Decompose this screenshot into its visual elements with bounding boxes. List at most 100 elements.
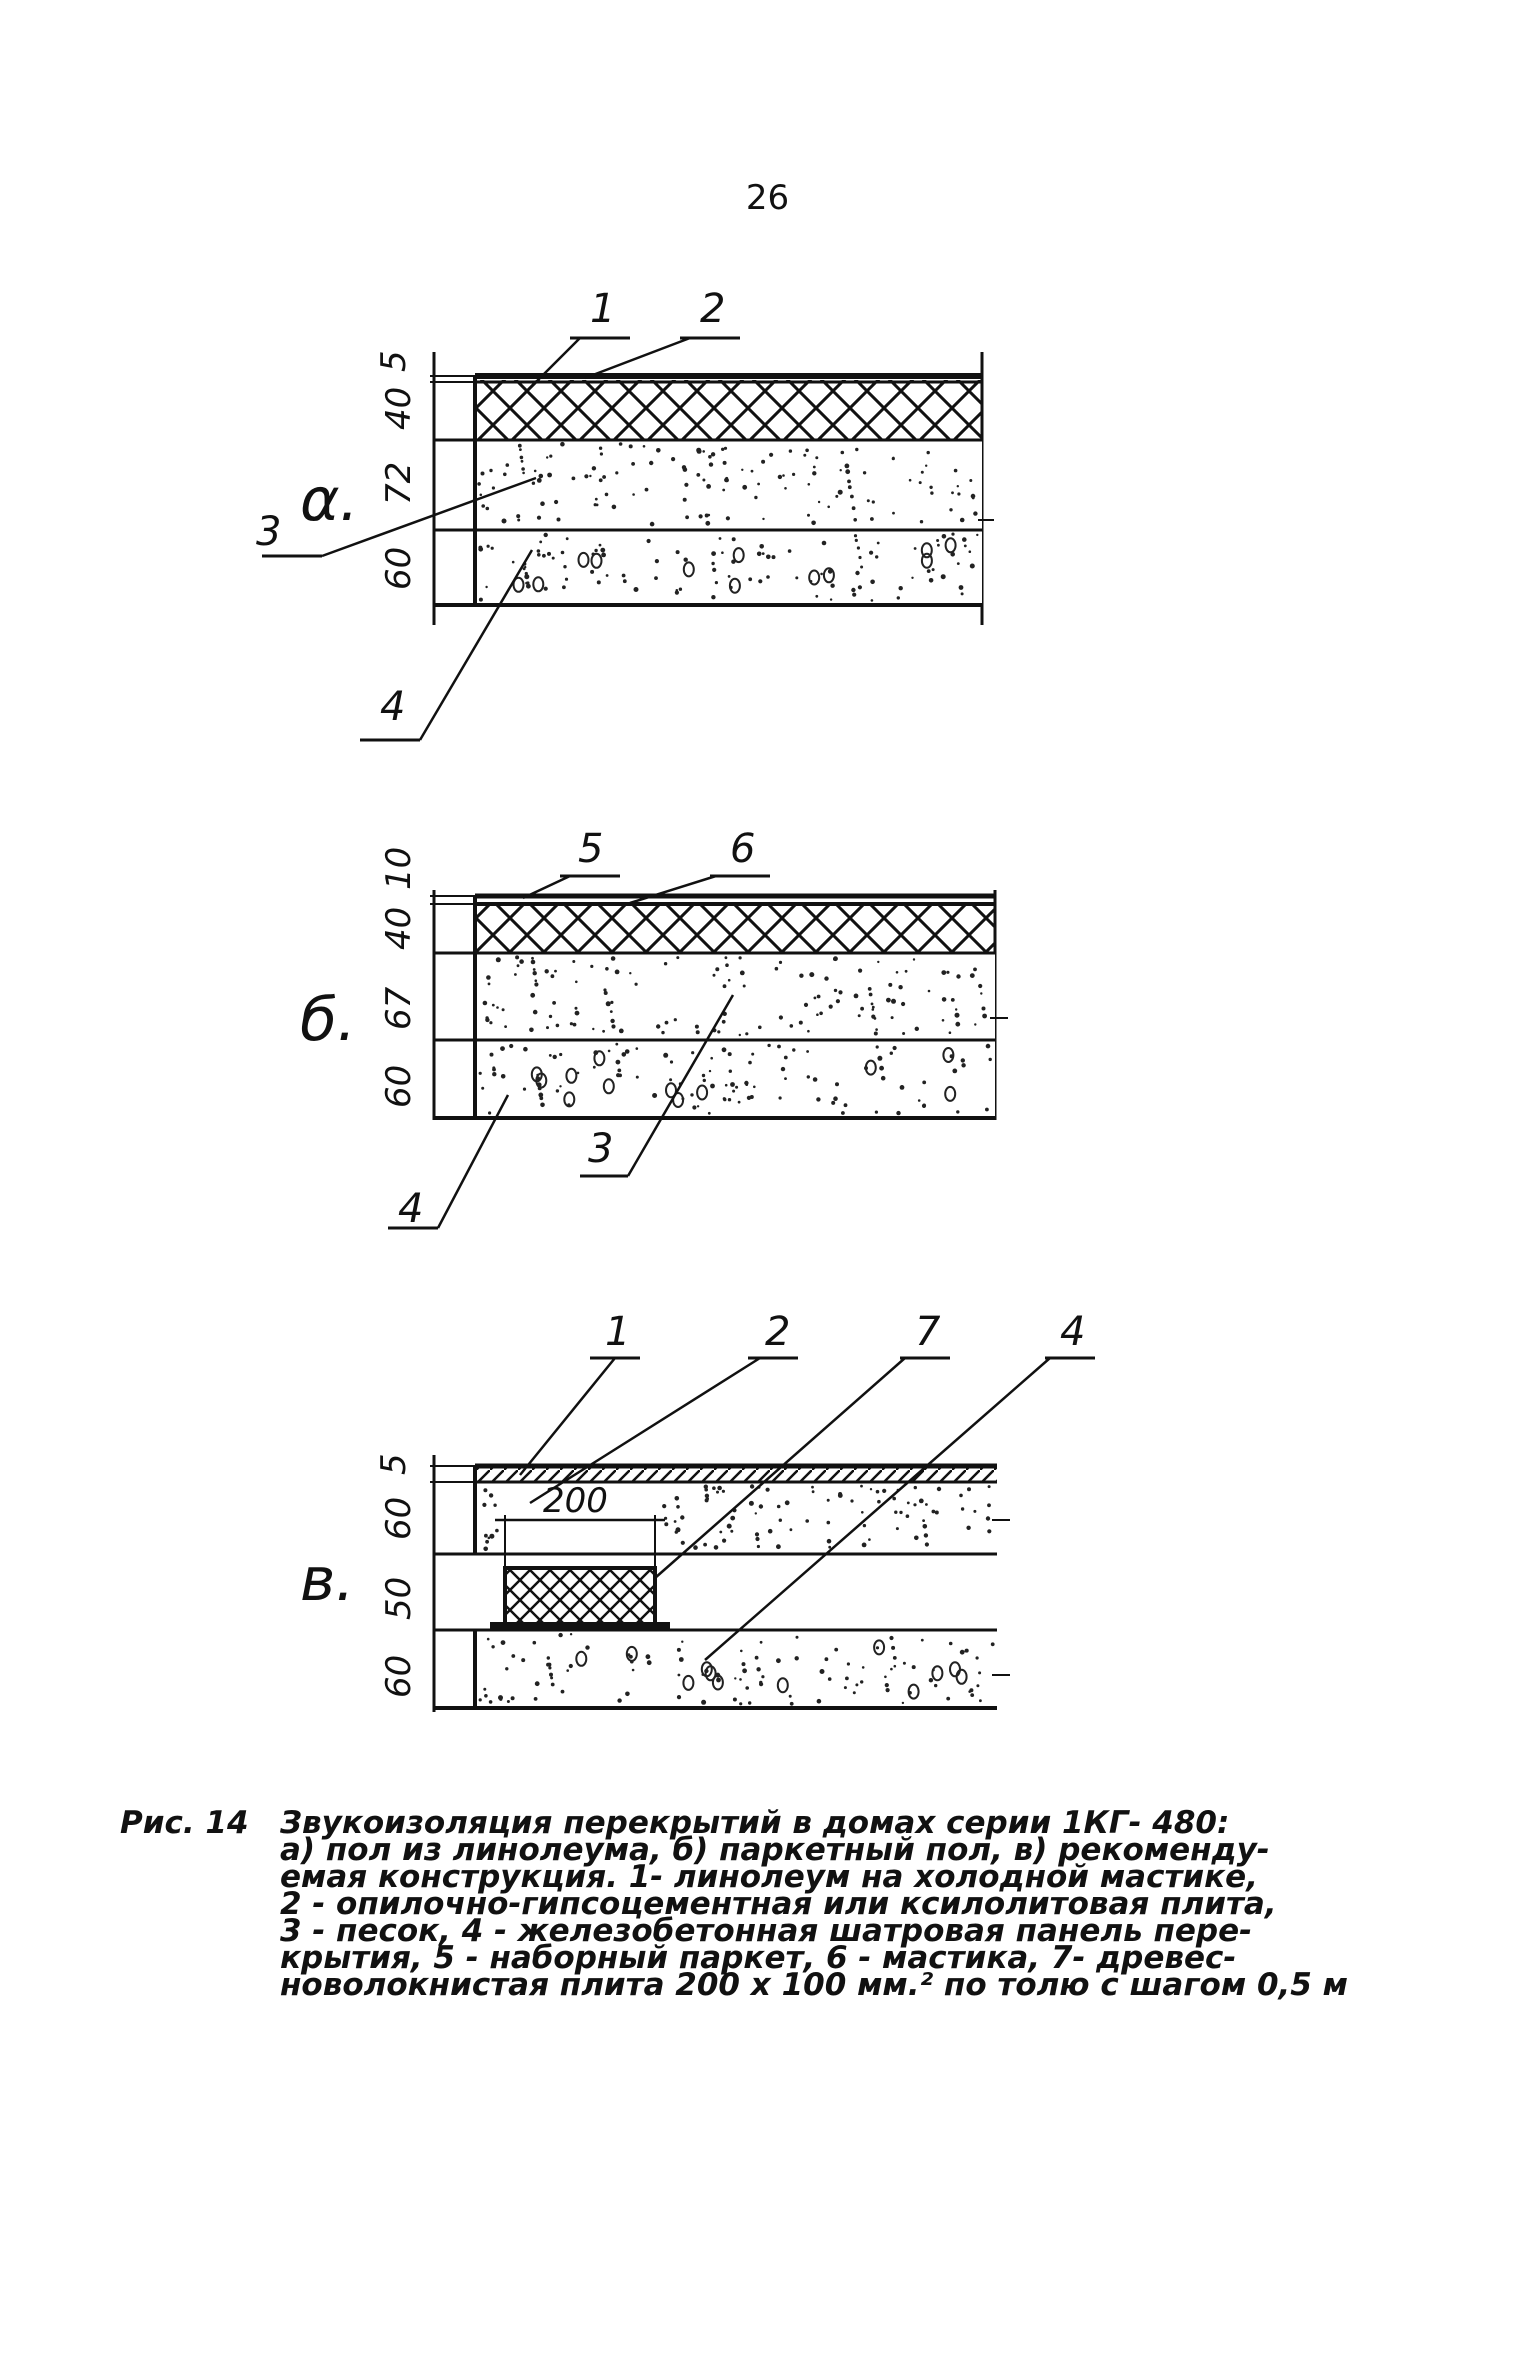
- stipple-dot: [519, 455, 524, 460]
- stipple-dot: [873, 1031, 878, 1036]
- stipple-dot: [574, 1010, 580, 1016]
- stipple-dot: [831, 1100, 836, 1105]
- stipple-dot: [917, 1099, 921, 1102]
- stipple-dot: [929, 485, 933, 489]
- stipple-dot: [959, 1493, 963, 1498]
- stipple-dot: [505, 1667, 509, 1671]
- stipple-dot: [537, 553, 541, 557]
- stipple-dot: [969, 973, 975, 978]
- stipple-dot: [987, 1503, 991, 1508]
- stipple-dot: [678, 1657, 684, 1662]
- callout-2: 2: [700, 286, 725, 332]
- caption-line: 3 - песок, 4 - железобетонная шатровая п…: [280, 1913, 1253, 1949]
- aggregate-mark: [565, 1067, 578, 1084]
- stipple-dot: [682, 497, 687, 502]
- stipple-dot: [477, 482, 481, 486]
- stipple-dot: [534, 979, 538, 982]
- stipple-dot: [682, 467, 688, 472]
- stipple-dot: [556, 517, 561, 522]
- stipple-dot: [486, 975, 491, 980]
- stipple-dot: [978, 983, 983, 989]
- stipple-dot: [853, 534, 858, 538]
- stipple-dot: [615, 1042, 619, 1046]
- stipple-dot: [756, 1544, 761, 1549]
- stipple-dot: [540, 1102, 545, 1108]
- stipple-dot: [861, 1511, 864, 1514]
- stipple-dot: [960, 1058, 965, 1063]
- stipple-dot: [886, 997, 891, 1003]
- stipple-dot: [712, 973, 716, 977]
- stipple-dot: [707, 1111, 711, 1115]
- stipple-dot: [913, 1485, 917, 1490]
- stipple-dot: [741, 1662, 746, 1667]
- stipple-dot: [799, 973, 804, 978]
- stipple-dot: [677, 1673, 681, 1677]
- stipple-dot: [780, 1066, 786, 1072]
- stipple-dot: [922, 1080, 927, 1085]
- stipple-dot: [954, 1012, 960, 1018]
- stipple-dot: [676, 1695, 682, 1700]
- stipple-dot: [908, 478, 912, 482]
- dim-b-1: 10: [379, 847, 419, 890]
- stipple-dot: [860, 1484, 863, 1488]
- stipple-dot: [778, 1015, 784, 1020]
- stipple-dot: [490, 546, 494, 550]
- stipple-dot: [806, 1075, 810, 1079]
- figure-a: 5 40 72 60 α. 1 2 3 4: [256, 286, 994, 742]
- stipple-dot: [985, 1043, 991, 1049]
- stipple-dot: [816, 994, 821, 999]
- stipple-dot: [728, 1069, 732, 1073]
- stipple-dot: [871, 1005, 875, 1009]
- stipple-dot: [710, 1056, 713, 1060]
- stipple-dot: [710, 1083, 715, 1089]
- stipple-dot: [853, 518, 857, 522]
- stipple-dot: [890, 1016, 894, 1020]
- layer-sand: [475, 953, 995, 1040]
- stipple-dot: [521, 467, 525, 471]
- stipple-dot: [504, 1025, 507, 1028]
- stipple-dot: [536, 478, 542, 483]
- stipple-dot: [511, 560, 515, 564]
- stipple-dot: [598, 446, 603, 450]
- stipple-dot: [845, 1676, 849, 1681]
- stipple-dot: [642, 445, 646, 448]
- stipple-dot: [572, 960, 576, 963]
- stipple-dot: [594, 548, 598, 553]
- stipple-dot: [546, 1026, 549, 1030]
- stipple-dot: [761, 459, 766, 464]
- stipple-dot: [749, 1484, 755, 1489]
- stipple-dot: [730, 1515, 736, 1521]
- stipple-dot: [546, 456, 549, 459]
- stipple-dot: [664, 1522, 669, 1527]
- stipple-dot: [727, 575, 731, 578]
- stipple-dot: [632, 493, 635, 496]
- layer-plate: [475, 1482, 997, 1554]
- stipple-dot: [960, 592, 964, 596]
- stipple-dot: [662, 1504, 667, 1509]
- stipple-dot: [514, 973, 517, 976]
- stipple-dot: [493, 1503, 497, 1507]
- sand-texture: [482, 1484, 992, 1552]
- stipple-dot: [696, 473, 701, 477]
- stipple-dot: [930, 491, 934, 495]
- stipple-dot: [758, 1504, 764, 1509]
- stipple-dot: [568, 1663, 573, 1669]
- stipple-dot: [890, 1667, 893, 1671]
- stipple-dot: [547, 1662, 552, 1667]
- stipple-dot: [520, 459, 524, 463]
- stipple-dot: [827, 1677, 832, 1681]
- callout-7c: 7: [915, 1309, 941, 1355]
- stipple-dot: [812, 1077, 818, 1082]
- stipple-dot: [589, 474, 592, 478]
- stipple-dot: [544, 969, 549, 974]
- stipple-dot: [777, 1044, 781, 1049]
- stipple-dot: [569, 1022, 574, 1026]
- stipple-dot: [715, 967, 720, 972]
- stipple-dot: [745, 1032, 749, 1036]
- stipple-dot: [971, 496, 975, 500]
- concrete-texture: [478, 1042, 992, 1116]
- stipple-dot: [875, 1646, 880, 1650]
- stipple-dot: [492, 1072, 497, 1077]
- stipple-dot: [524, 574, 530, 580]
- stipple-dot: [732, 1697, 737, 1702]
